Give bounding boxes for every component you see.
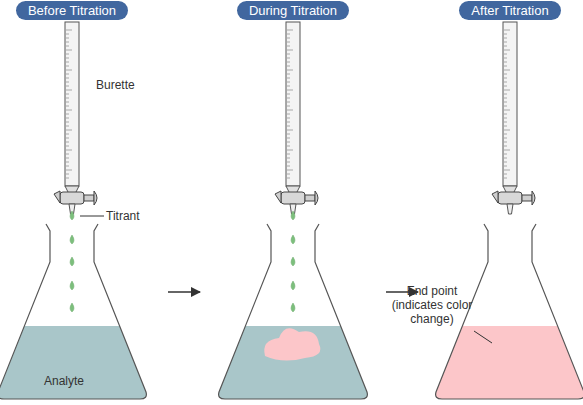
flask — [213, 211, 373, 405]
burette — [275, 22, 318, 214]
header-text: Before Titration — [28, 3, 116, 18]
burette-group — [54, 22, 535, 214]
header-pill: After Titration — [459, 1, 560, 20]
burette-label: Burette — [96, 78, 135, 92]
burette — [54, 22, 97, 214]
header-pill: During Titration — [237, 1, 349, 20]
leader-line — [80, 216, 104, 217]
flask-group — [0, 211, 583, 405]
burette — [492, 22, 535, 214]
flask — [0, 211, 152, 405]
leader-line — [474, 331, 492, 343]
titrant-label: Titrant — [106, 209, 140, 223]
end-point-label: End point (indicates color change) — [384, 284, 480, 326]
header-text: After Titration — [471, 3, 548, 18]
header-text: During Titration — [249, 3, 337, 18]
analyte-label: Analyte — [44, 374, 84, 388]
step-arrow — [168, 291, 200, 293]
header-pill: Before Titration — [16, 1, 128, 20]
